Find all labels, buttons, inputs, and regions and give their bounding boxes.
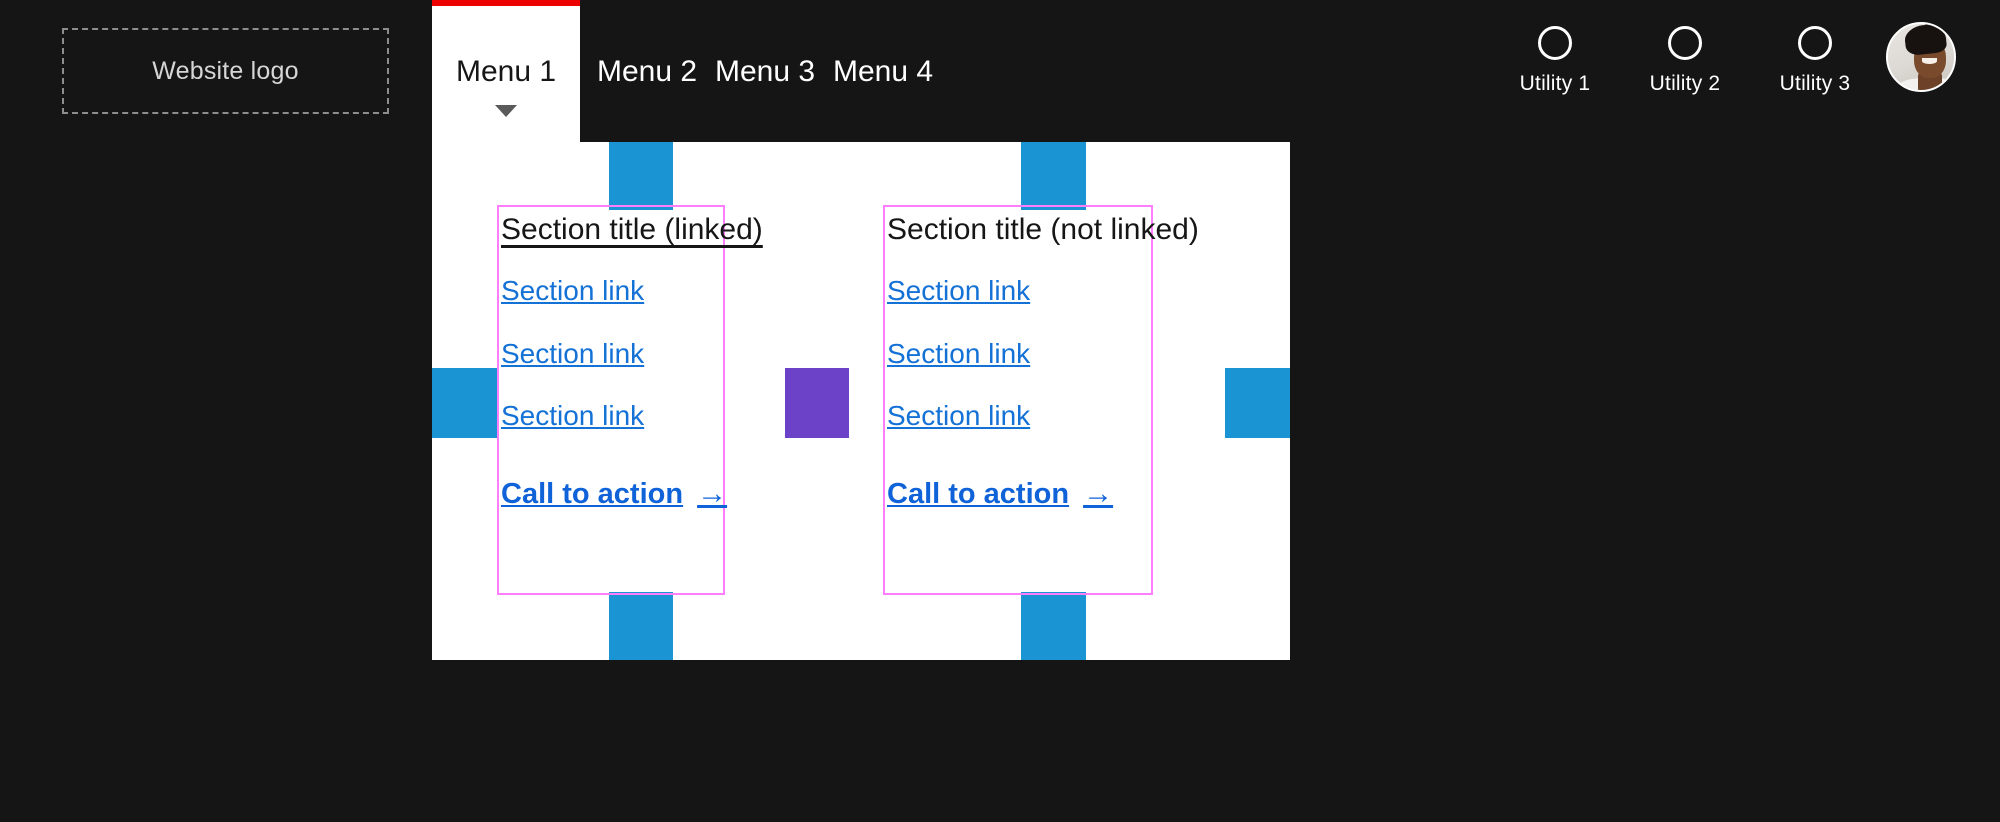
utility-label: Utility 1 xyxy=(1519,72,1591,95)
deco-blue-bottom-left xyxy=(609,592,673,660)
utility-item-3[interactable]: Utility 3 xyxy=(1750,26,1880,96)
section-link[interactable]: Section link xyxy=(887,400,1031,431)
nav-item-label: Menu 2 xyxy=(597,55,698,88)
website-logo-placeholder[interactable]: Website logo xyxy=(62,28,389,114)
deco-purple-center xyxy=(785,368,849,438)
circle-icon xyxy=(1538,26,1572,60)
avatar-smile xyxy=(1922,58,1937,65)
deco-blue-left xyxy=(432,368,497,438)
site-header: Website logo Menu 1 Menu 2 Menu 3 Menu 4… xyxy=(0,0,2000,142)
dropdown-column-1: Section title (linked) Section link Sect… xyxy=(497,205,763,595)
nav-item-menu-1[interactable]: Menu 1 xyxy=(432,0,580,142)
utility-label: Utility 3 xyxy=(1779,72,1851,95)
website-logo-label: Website logo xyxy=(152,56,299,85)
arrow-right-icon: → xyxy=(697,477,728,510)
section-link[interactable]: Section link xyxy=(501,338,645,369)
nav-item-menu-3[interactable]: Menu 3 xyxy=(715,0,815,142)
utility-navigation: Utility 1 Utility 2 Utility 3 xyxy=(1490,0,1956,142)
deco-blue-bottom-right xyxy=(1021,592,1086,660)
circle-icon xyxy=(1668,26,1702,60)
cta-label: Call to action xyxy=(501,477,684,510)
circle-icon xyxy=(1798,26,1832,60)
avatar-hair-top xyxy=(1921,24,1944,40)
nav-item-menu-4[interactable]: Menu 4 xyxy=(833,0,933,142)
nav-item-label: Menu 1 xyxy=(455,55,557,88)
cta-label: Call to action xyxy=(887,477,1070,510)
active-tab-indicator xyxy=(432,0,580,6)
call-to-action-link[interactable]: Call to action → xyxy=(887,479,1113,509)
utility-item-1[interactable]: Utility 1 xyxy=(1490,26,1620,96)
section-link[interactable]: Section link xyxy=(501,275,645,306)
utility-label: Utility 2 xyxy=(1649,72,1721,95)
mega-menu-dropdown-panel: Section title (linked) Section link Sect… xyxy=(432,142,1290,660)
chevron-down-icon xyxy=(495,105,517,117)
section-title-linked[interactable]: Section title (linked) xyxy=(501,213,763,246)
avatar[interactable] xyxy=(1886,22,1956,92)
section-title-not-linked: Section title (not linked) xyxy=(887,213,1199,246)
utility-item-2[interactable]: Utility 2 xyxy=(1620,26,1750,96)
dropdown-column-2: Section title (not linked) Section link … xyxy=(883,205,1199,595)
section-link[interactable]: Section link xyxy=(887,338,1031,369)
nav-item-label: Menu 3 xyxy=(715,55,816,88)
deco-blue-top-left xyxy=(609,142,673,210)
arrow-right-icon: → xyxy=(1083,477,1114,510)
nav-item-menu-2[interactable]: Menu 2 xyxy=(597,0,697,142)
section-link[interactable]: Section link xyxy=(501,400,645,431)
deco-blue-top-right xyxy=(1021,142,1086,210)
nav-item-label: Menu 4 xyxy=(833,55,934,88)
section-link[interactable]: Section link xyxy=(887,275,1031,306)
call-to-action-link[interactable]: Call to action → xyxy=(501,479,727,509)
deco-blue-right xyxy=(1225,368,1290,438)
